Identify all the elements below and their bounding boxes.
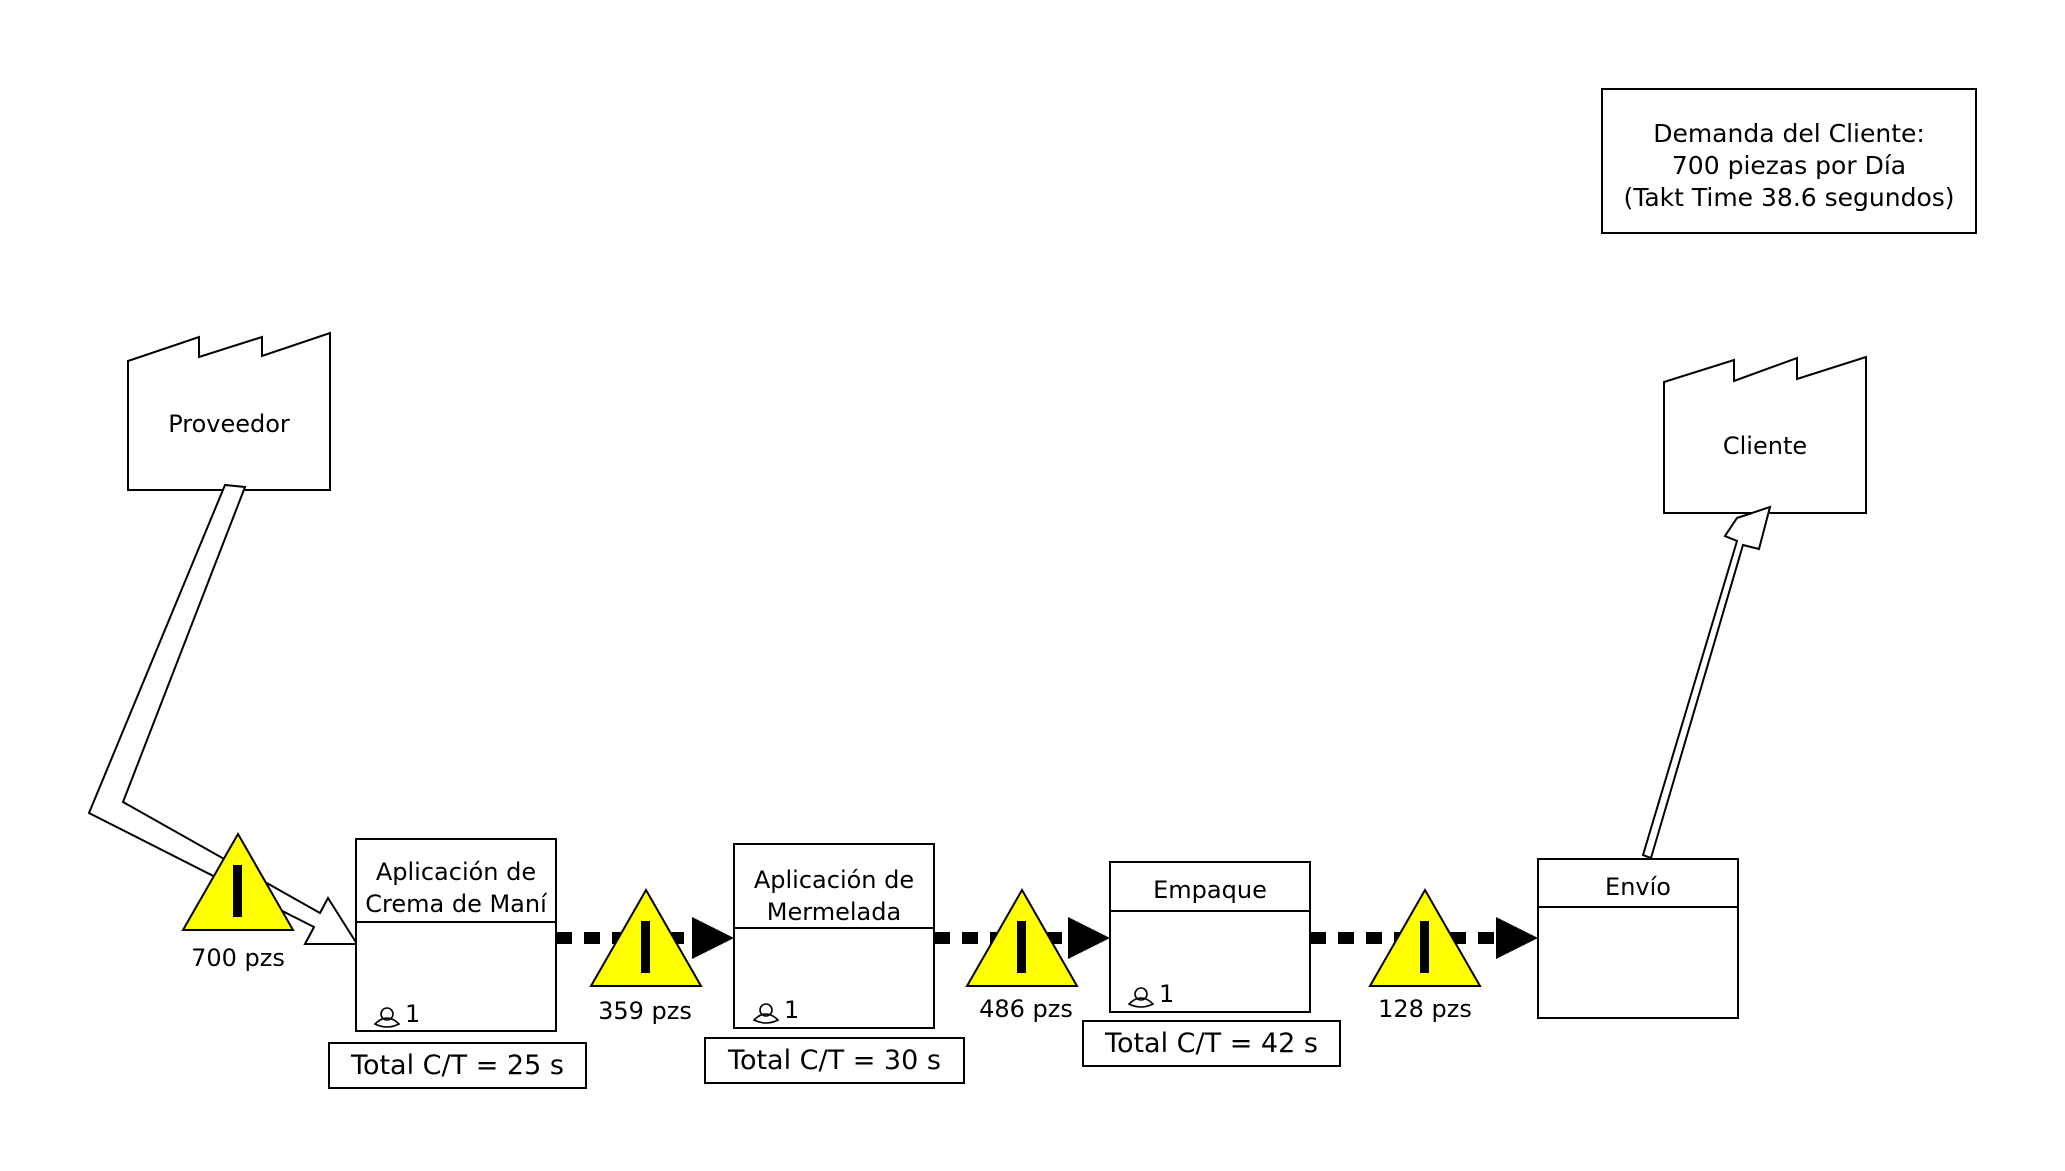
process-box-crema [355,838,557,1032]
customer-shipment-arrow [1641,505,1772,860]
operator-count-crema: 1 [405,1000,421,1028]
customer-label: Cliente [1722,432,1808,460]
supplier-label: Proveedor [168,410,290,438]
demand-line-1: Demanda del Cliente: [1653,119,1925,148]
process-box-mermelada [733,843,935,1029]
process-name-empaque: Empaque [1153,876,1267,904]
operator-icons [373,987,1155,1028]
inventory-label-2: 359 pzs [598,997,692,1025]
total-ct-empaque: Total C/T = 42 s [1082,1020,1341,1067]
inventory-label-3: 486 pzs [979,995,1073,1023]
customer-demand-box: Demanda del Cliente: 700 piezas por Día … [1601,88,1977,234]
process-name-envio: Envío [1605,873,1671,901]
demand-line-2: 700 piezas por Día [1671,151,1907,180]
total-ct-mermelada: Total C/T = 30 s [704,1037,965,1084]
push-arrowhead-3 [1496,917,1538,959]
process-name-crema: Aplicación de Crema de Maní [365,858,547,918]
operator-icon [373,1007,401,1028]
inventory-label-1: 700 pzs [191,944,285,972]
process-box-empaque [1109,861,1311,1013]
process-box-envio [1537,858,1739,1019]
supplier-shipment-arrow [87,483,359,945]
operator-count-mermelada: 1 [784,996,800,1024]
total-ct-crema: Total C/T = 25 s [328,1042,587,1089]
process-name-mermelada: Aplicación de Mermelada [753,866,915,926]
inventory-label-4: 128 pzs [1378,995,1472,1023]
push-arrowhead-1 [692,917,734,959]
operator-icon [1127,987,1155,1008]
demand-line-3: (Takt Time 38.6 segundos) [1623,183,1955,212]
customer-factory-icon [1663,355,1867,514]
push-arrowhead-2 [1068,917,1110,959]
operator-count-empaque: 1 [1159,980,1175,1008]
operator-icon [752,1003,780,1024]
supplier-factory-icon [127,331,331,491]
